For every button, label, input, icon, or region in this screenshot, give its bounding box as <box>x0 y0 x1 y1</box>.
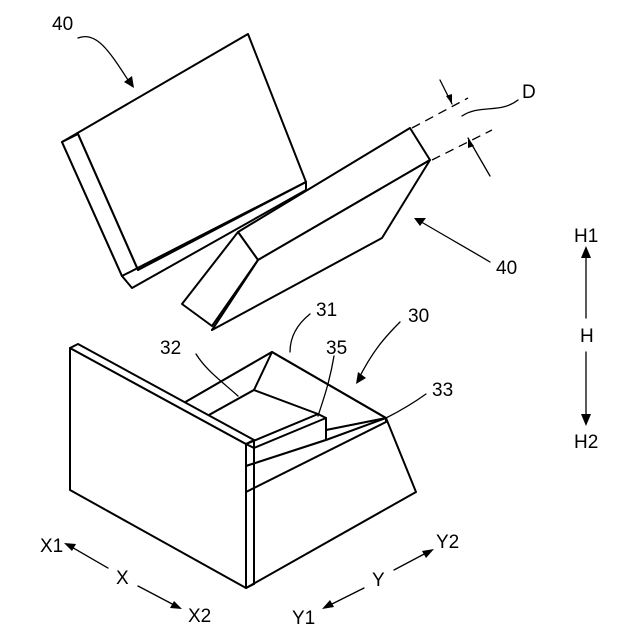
label-40-upper: 40 <box>52 14 73 35</box>
label-32: 32 <box>160 338 181 359</box>
label-y1: Y1 <box>292 608 315 629</box>
label-30: 30 <box>408 306 429 327</box>
label-33: 33 <box>432 380 453 401</box>
label-40-lower: 40 <box>496 258 517 279</box>
label-h2: H2 <box>574 432 598 453</box>
label-h: H <box>580 326 594 347</box>
label-35: 35 <box>326 338 347 359</box>
label-x: X <box>116 568 129 589</box>
label-d: D <box>522 82 536 103</box>
label-y2: Y2 <box>436 532 459 553</box>
label-31: 31 <box>316 300 337 321</box>
label-x1: X1 <box>40 536 63 557</box>
label-x2: X2 <box>188 606 211 627</box>
label-h1: H1 <box>574 226 598 247</box>
label-y: Y <box>372 570 385 591</box>
box-30 <box>70 344 416 588</box>
